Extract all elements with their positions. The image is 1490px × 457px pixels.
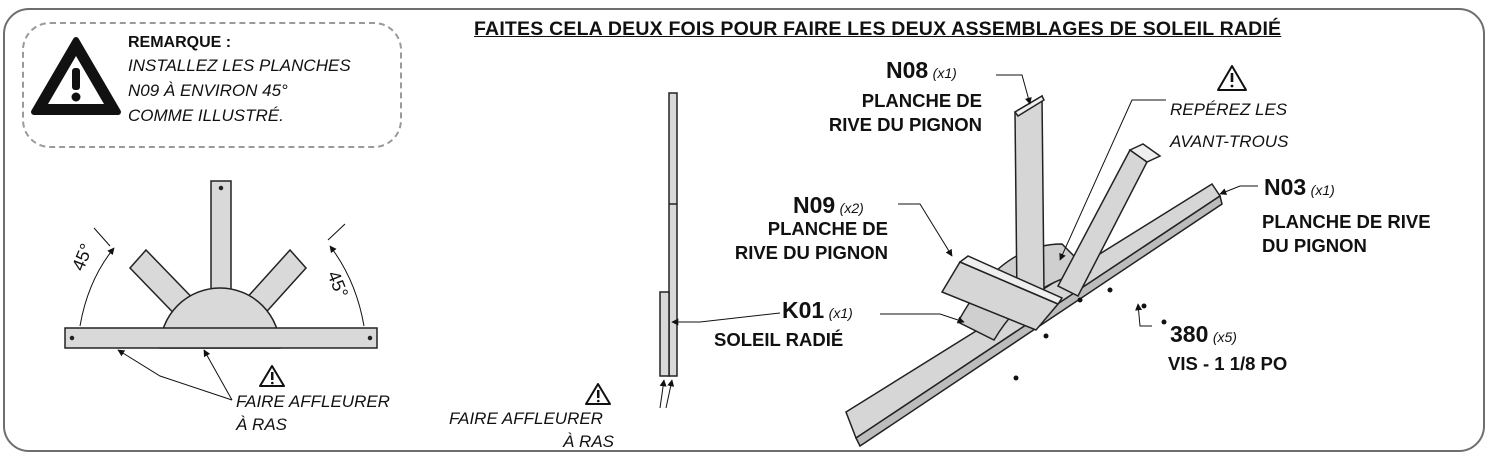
part-n08-code: N08 — [886, 57, 929, 83]
front-board-base — [64, 327, 378, 349]
part-380-callout: 380 (x5) — [1170, 321, 1237, 347]
warning-icon-side — [585, 383, 611, 405]
warning-icon-front — [259, 365, 285, 387]
side-sun — [659, 291, 670, 377]
part-n08-callout: N08 (x1) — [886, 57, 957, 83]
part-n03-callout: N03 (x1) — [1264, 174, 1335, 200]
note-box — [22, 22, 402, 148]
iso-board-n08 — [1014, 94, 1045, 302]
part-380-qty: (x5) — [1212, 329, 1237, 345]
locate-note-line-2: AVANT-TROUS — [1170, 132, 1289, 151]
part-k01-qty: (x1) — [828, 305, 853, 321]
part-n03-name-2: DU PIGNON — [1262, 235, 1367, 256]
flush-note-side-line-1: FAIRE AFFLEURER — [449, 409, 603, 428]
angle-dimensions — [79, 223, 365, 327]
warning-icon — [31, 37, 121, 115]
part-380-name: VIS - 1 1/8 PO — [1168, 353, 1288, 374]
part-n09-name-2: RIVE DU PIGNON — [734, 242, 888, 263]
warning-icon-iso — [1217, 65, 1247, 91]
flush-note-front-line-2: À RAS — [236, 415, 288, 434]
flush-note-side-line-2: À RAS — [563, 432, 615, 451]
part-380-code: 380 — [1170, 321, 1209, 347]
front-flush-leaders — [117, 349, 233, 401]
part-n08-name-1: PLANCHE DE — [861, 90, 982, 111]
note-line-3: COMME ILLUSTRÉ. — [128, 106, 284, 125]
side-board — [668, 92, 678, 377]
part-k01-code: K01 — [782, 297, 825, 323]
note-heading: REMARQUE : — [128, 34, 232, 51]
diagram-frame — [3, 8, 1485, 452]
page-title: FAITES CELA DEUX FOIS POUR FAIRE LES DEU… — [474, 18, 1282, 40]
front-view — [64, 180, 378, 349]
part-k01-name: SOLEIL RADIÉ — [714, 329, 844, 350]
part-n03-name-1: PLANCHE DE RIVE — [1262, 211, 1431, 232]
part-k01-callout: K01 (x1) — [782, 297, 853, 323]
flush-note-front-line-1: FAIRE AFFLEURER — [236, 392, 390, 411]
isometric-assembly — [845, 94, 1223, 448]
side-view — [659, 92, 678, 377]
part-n09-name-1: PLANCHE DE — [767, 218, 888, 239]
part-n08-name-2: RIVE DU PIGNON — [828, 114, 982, 135]
screw-markers — [1013, 287, 1167, 381]
locate-note-line-1: REPÉREZ LES — [1170, 100, 1288, 119]
note-line-1: INSTALLEZ LES PLANCHES — [128, 56, 351, 75]
note-line-2: N09 À ENVIRON 45° — [128, 81, 288, 100]
part-n03-code: N03 — [1264, 174, 1307, 200]
iso-leaders — [880, 74, 1258, 327]
part-n09-code: N09 — [793, 192, 836, 218]
part-n09-qty: (x2) — [839, 200, 864, 216]
part-n03-qty: (x1) — [1310, 182, 1335, 198]
part-n09-callout: N09 (x2) — [793, 192, 864, 218]
side-leaders — [659, 312, 781, 409]
part-n08-qty: (x1) — [932, 65, 957, 81]
